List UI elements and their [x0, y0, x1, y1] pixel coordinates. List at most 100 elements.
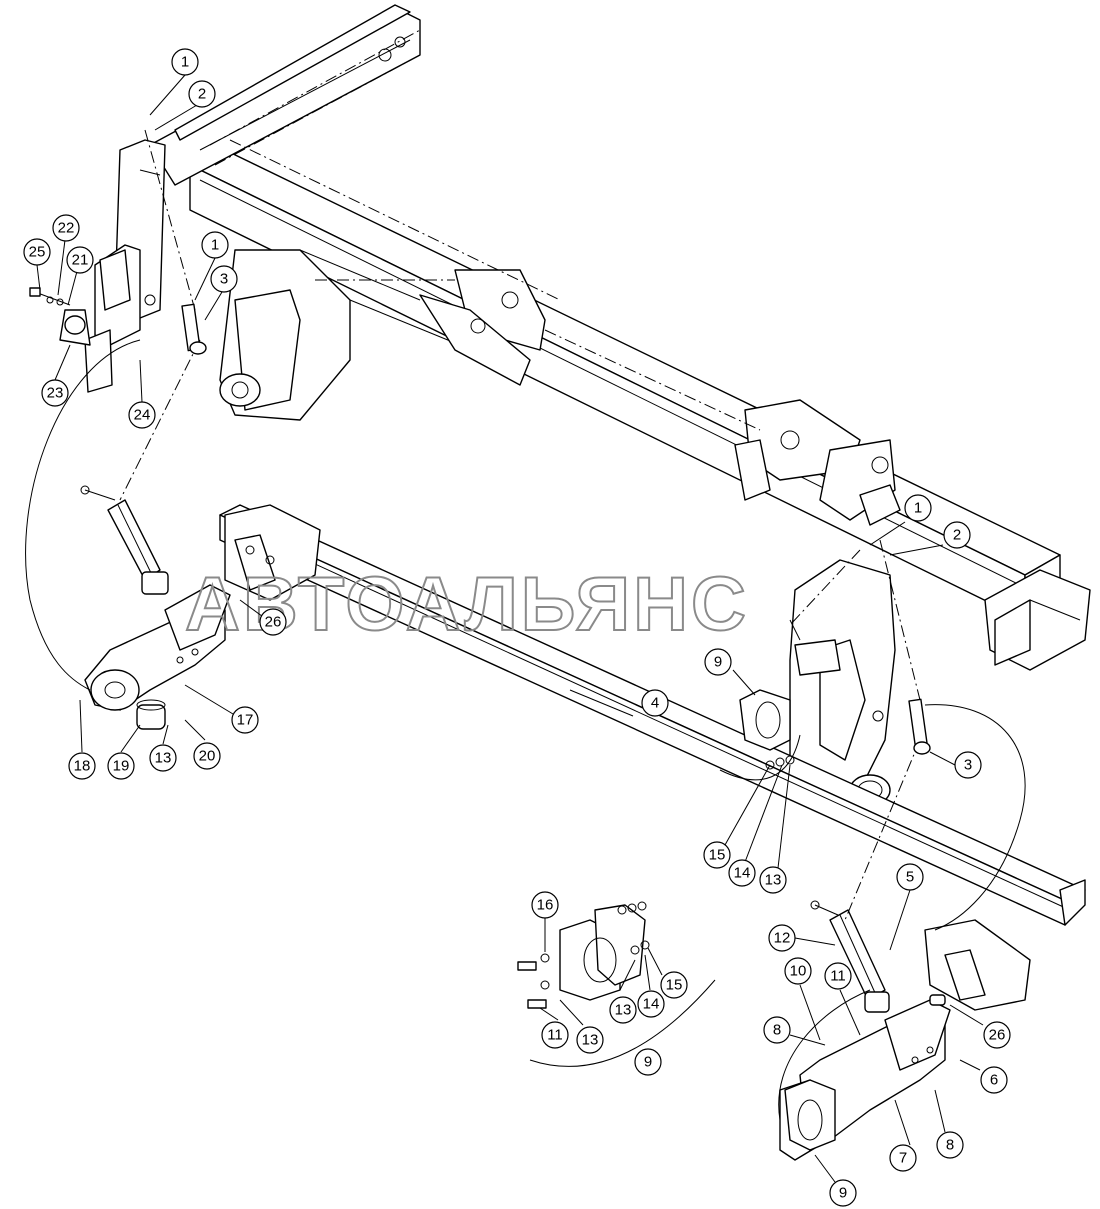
callout-label: 24	[134, 407, 151, 424]
right-upper-brackets	[734, 399, 901, 526]
callout-26: 26	[259, 608, 287, 636]
callout-12: 12	[768, 924, 796, 952]
callout-label: 17	[237, 712, 254, 729]
right-bar-clamp	[924, 919, 1031, 1011]
loop-leaders	[25, 339, 1026, 1121]
callout-label: 6	[990, 1072, 998, 1089]
callout-17: 17	[231, 706, 259, 734]
callout-2: 2	[943, 521, 971, 549]
callout-label: 5	[906, 869, 914, 886]
callout-7: 7	[889, 1144, 917, 1172]
right-turnbuckle	[810, 900, 890, 1013]
callout-label: 12	[774, 930, 791, 947]
left-bar-clamp	[224, 504, 321, 601]
callout-5: 5	[896, 863, 924, 891]
callout-10: 10	[784, 957, 812, 985]
callout-label: 13	[765, 872, 782, 889]
callout-14: 14	[637, 990, 665, 1018]
callout-24: 24	[128, 401, 156, 429]
callout-label: 25	[29, 244, 46, 261]
callout-13: 13	[576, 1026, 604, 1054]
callout-label: 14	[734, 865, 751, 882]
callout-20: 20	[193, 742, 221, 770]
bolt-3-left	[181, 303, 207, 355]
middle-bracket	[419, 269, 546, 386]
callout-22: 22	[52, 214, 80, 242]
callout-label: 22	[58, 220, 75, 237]
callout-leaders	[36, 74, 984, 1183]
callout-1: 1	[171, 48, 199, 76]
callout-label: 8	[946, 1137, 954, 1154]
callout-label: 26	[989, 1027, 1006, 1044]
callout-26: 26	[983, 1021, 1011, 1049]
callout-8: 8	[763, 1016, 791, 1044]
center-hanger	[219, 249, 461, 421]
callout-label: 13	[582, 1032, 599, 1049]
callout-label: 9	[839, 1185, 847, 1202]
callout-label: 21	[72, 252, 89, 269]
bushing	[136, 699, 166, 730]
callout-label: 16	[537, 897, 554, 914]
callout-label: 9	[644, 1054, 652, 1071]
callout-15: 15	[660, 971, 688, 999]
callout-25: 25	[23, 238, 51, 266]
callout-13: 13	[609, 996, 637, 1024]
callout-18: 18	[68, 752, 96, 780]
callout-label: 15	[709, 847, 726, 864]
callout-label: 23	[47, 385, 64, 402]
callout-1: 1	[201, 231, 229, 259]
callout-label: 14	[643, 996, 660, 1013]
callouts: 1 2 1 3 25 22 21 23 24 26 17 18 19 13 20…	[23, 48, 1011, 1207]
callout-2: 2	[188, 80, 216, 108]
callout-label: 11	[547, 1027, 563, 1044]
callout-label: 2	[198, 86, 206, 103]
upper-clamp-9	[739, 689, 795, 770]
left-turnbuckle	[80, 485, 169, 595]
left-bolt-set	[29, 287, 91, 346]
callout-4: 4	[641, 689, 669, 717]
callout-label: 10	[790, 963, 807, 980]
callout-3: 3	[210, 265, 238, 293]
callout-13: 13	[149, 744, 177, 772]
callout-6: 6	[980, 1066, 1008, 1094]
callout-label: 15	[666, 977, 683, 994]
callout-11: 11	[824, 962, 852, 990]
lower-clamp-9	[784, 1079, 836, 1151]
callout-16: 16	[531, 891, 559, 919]
callout-label: 8	[773, 1022, 781, 1039]
callout-1: 1	[904, 494, 932, 522]
callout-label: 19	[113, 758, 130, 775]
alignment-lines	[119, 129, 921, 921]
callout-3: 3	[954, 751, 982, 779]
callout-19: 19	[107, 752, 135, 780]
left-lift-arm	[84, 584, 231, 711]
left-mount-bracket	[84, 139, 166, 393]
callout-23: 23	[41, 379, 69, 407]
callout-label: 1	[211, 237, 219, 254]
callout-9: 9	[634, 1048, 662, 1076]
callout-label: 26	[265, 614, 282, 631]
callout-11: 11	[541, 1021, 569, 1049]
callout-label: 3	[964, 757, 972, 774]
callout-9: 9	[829, 1179, 857, 1207]
callout-label: 20	[199, 748, 216, 765]
callout-label: 7	[899, 1150, 907, 1167]
bolt-3-right	[908, 698, 931, 755]
callout-label: 13	[155, 750, 172, 767]
callout-9: 9	[704, 648, 732, 676]
upper-rail	[149, 4, 421, 186]
callout-label: 1	[914, 500, 922, 517]
callout-8: 8	[936, 1131, 964, 1159]
callout-label: 13	[615, 1002, 632, 1019]
callout-label: 1	[181, 54, 189, 71]
callout-label: 2	[953, 527, 961, 544]
callout-15: 15	[703, 841, 731, 869]
callout-14: 14	[728, 859, 756, 887]
callout-21: 21	[66, 246, 94, 274]
callout-13: 13	[759, 866, 787, 894]
callout-label: 9	[714, 654, 722, 671]
callout-label: 3	[220, 271, 228, 288]
callout-label: 11	[830, 968, 846, 985]
